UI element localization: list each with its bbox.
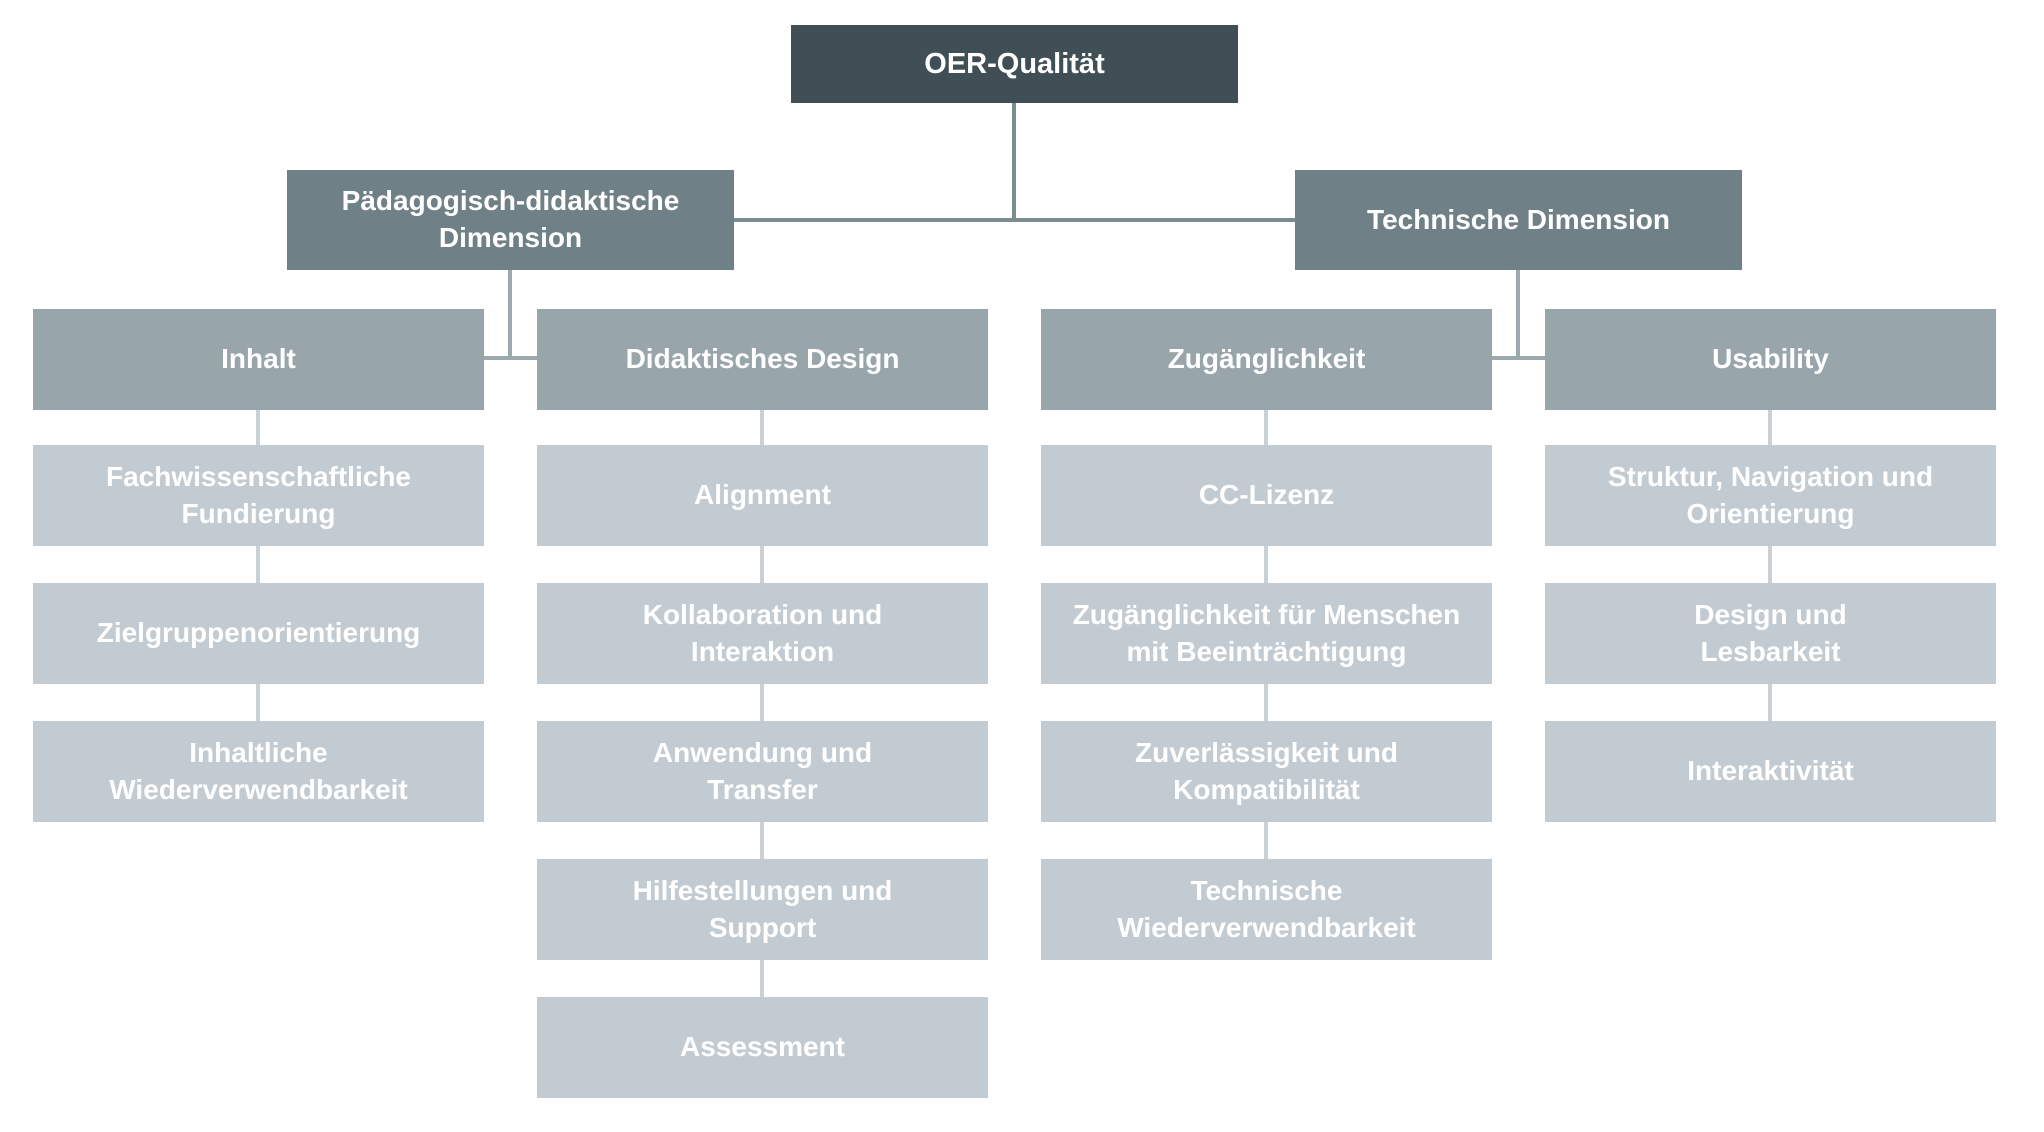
node-fachwissenschaftliche-fundierung: Fachwissenschaftliche Fundierung [33, 445, 484, 546]
connector-right-branch-bar [1492, 356, 1545, 360]
connector-col2-stem-1 [760, 410, 764, 445]
connector-col2-stem-2 [760, 546, 764, 583]
connector-branch-bar [734, 218, 1295, 222]
connector-left-branch-bar [484, 356, 537, 360]
connector-col3-stem-3 [1264, 684, 1268, 721]
node-zuverlaessigkeit-und-kompatibilitaet: Zuverlässigkeit und Kompatibilität [1041, 721, 1492, 822]
node-inhaltliche-wiederverwendbarkeit: Inhaltliche Wiederverwendbarkeit [33, 721, 484, 822]
connector-root-stem [1012, 103, 1016, 222]
node-assessment: Assessment [537, 997, 988, 1098]
connector-col1-stem-3 [256, 684, 260, 721]
node-technische-dimension: Technische Dimension [1295, 170, 1742, 270]
node-alignment: Alignment [537, 445, 988, 546]
node-didaktisches-design: Didaktisches Design [537, 309, 988, 410]
node-interaktivitaet: Interaktivität [1545, 721, 1996, 822]
connector-col2-stem-3 [760, 684, 764, 721]
node-usability: Usability [1545, 309, 1996, 410]
node-paedagogisch-didaktische-dimension: Pädagogisch-didaktische Dimension [287, 170, 734, 270]
node-anwendung-und-transfer: Anwendung und Transfer [537, 721, 988, 822]
connector-col3-stem-4 [1264, 822, 1268, 859]
connector-col4-stem-3 [1768, 684, 1772, 721]
connector-right-branch-stem [1516, 270, 1520, 360]
node-technische-wiederverwendbarkeit: Technische Wiederverwendbarkeit [1041, 859, 1492, 960]
node-hilfestellungen-und-support: Hilfestellungen und Support [537, 859, 988, 960]
node-zugaenglichkeit-fuer-menschen: Zugänglichkeit für Menschen mit Beeinträ… [1041, 583, 1492, 684]
connector-col4-stem-2 [1768, 546, 1772, 583]
node-design-und-lesbarkeit: Design und Lesbarkeit [1545, 583, 1996, 684]
connector-col1-stem-2 [256, 546, 260, 583]
connector-col2-stem-4 [760, 822, 764, 859]
connector-col3-stem-2 [1264, 546, 1268, 583]
node-kollaboration-und-interaktion: Kollaboration und Interaktion [537, 583, 988, 684]
node-cc-lizenz: CC-Lizenz [1041, 445, 1492, 546]
node-oer-qualitaet: OER-Qualität [791, 25, 1238, 103]
connector-col4-stem-1 [1768, 410, 1772, 445]
node-inhalt: Inhalt [33, 309, 484, 410]
connector-col2-stem-5 [760, 960, 764, 997]
node-zugaenglichkeit: Zugänglichkeit [1041, 309, 1492, 410]
connector-col3-stem-1 [1264, 410, 1268, 445]
connector-col1-stem-1 [256, 410, 260, 445]
node-zielgruppenorientierung: Zielgruppenorientierung [33, 583, 484, 684]
node-struktur-navigation-orientierung: Struktur, Navigation und Orientierung [1545, 445, 1996, 546]
connector-left-branch-stem [508, 270, 512, 360]
